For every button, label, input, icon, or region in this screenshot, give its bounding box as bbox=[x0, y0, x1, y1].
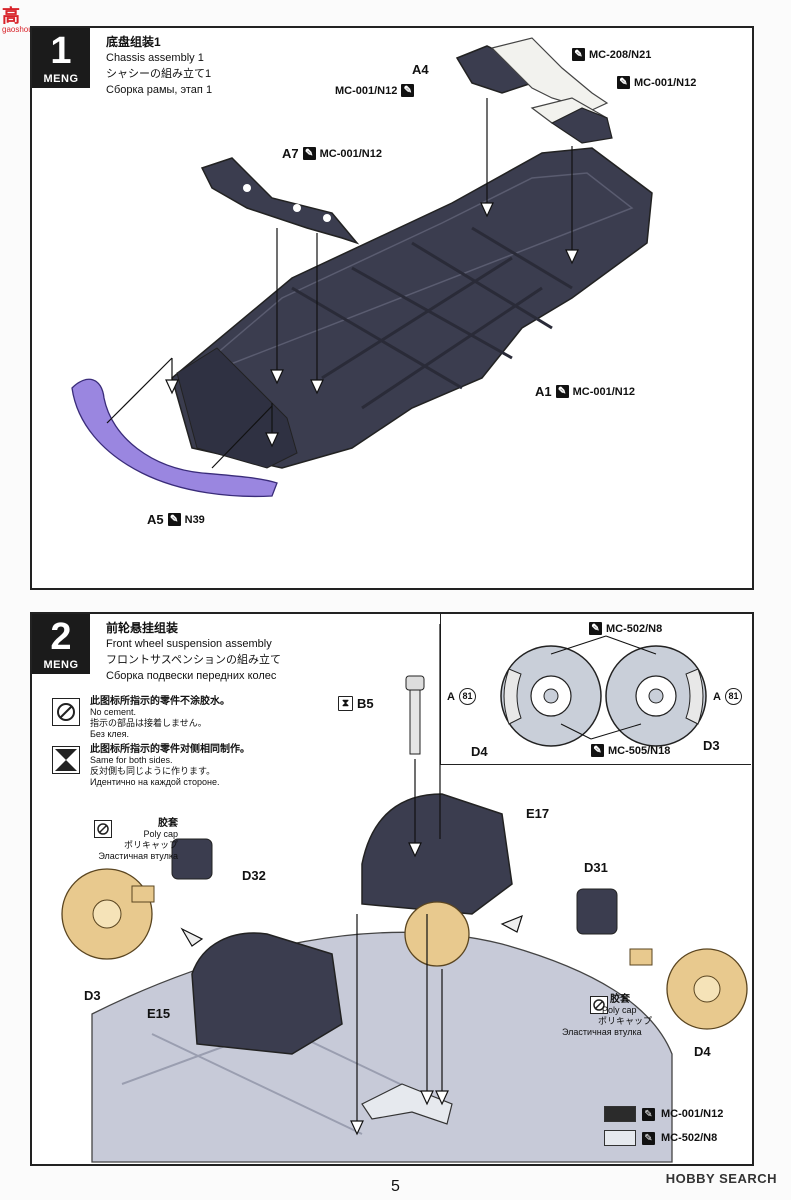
both-sides-icon: ⧗ bbox=[338, 696, 353, 711]
brush-icon: ✎ bbox=[572, 48, 585, 61]
part-b5-shock bbox=[409, 683, 421, 755]
label-d31: D31 bbox=[584, 860, 608, 875]
color-legend: ✎ MC-001/N12 ✎ MC-502/N8 bbox=[604, 1106, 723, 1146]
step2-badge: 2 MENG bbox=[32, 614, 90, 674]
no-cement-icon-left bbox=[94, 820, 112, 838]
label-d32: D32 bbox=[242, 868, 266, 883]
note-both-sides: 此图标所指示的零件对侧相同制作。 Same for both sides. 反対… bbox=[90, 744, 250, 787]
label-mc208: ✎MC-208/N21 bbox=[572, 48, 651, 61]
brush-icon: ✎ bbox=[401, 84, 415, 97]
part-a5-front-lip bbox=[71, 378, 278, 498]
part-e15 bbox=[191, 932, 343, 1055]
step1-badge: 1 MENG bbox=[32, 28, 90, 88]
brush-icon: ✎ bbox=[555, 385, 569, 398]
step1-titles: 底盘组装1 Chassis assembly 1 シャシーの組み立て1 Сбор… bbox=[106, 35, 213, 96]
part-e17 bbox=[361, 793, 513, 915]
inset-label-mc502: ✎MC-502/N8 bbox=[589, 622, 662, 635]
part-center-disc bbox=[404, 901, 470, 967]
label-a7: A7✎MC-001/N12 bbox=[282, 146, 382, 161]
brush-icon: ✎ bbox=[302, 147, 316, 160]
step2-titles: 前轮悬挂组装 Front wheel suspension assembly フ… bbox=[106, 621, 282, 682]
site-logo: 高 gaoshou.com bbox=[2, 6, 51, 34]
inset-label-d4: D4 bbox=[471, 744, 488, 759]
brush-icon: ✎ bbox=[167, 513, 181, 526]
chassis-illustration bbox=[71, 37, 653, 498]
label-a1: A1✎MC-001/N12 bbox=[535, 384, 635, 399]
inset-label-mc505: ✎MC-505/N18 bbox=[591, 744, 670, 757]
both-sides-icon bbox=[52, 746, 80, 774]
label-d4: D4 bbox=[694, 1044, 711, 1059]
step1-panel: 1 MENG 底盘组装1 Chassis assembly 1 シャシーの組み立… bbox=[30, 26, 754, 590]
part-d31-hub bbox=[576, 888, 618, 935]
suspension-illustration bbox=[61, 624, 748, 1163]
polycap-right-label: 胶套 Poly cap ポリキャップ Эластичная втулка bbox=[562, 994, 653, 1037]
step2-panel: 2 MENG 前轮悬挂组装 Front wheel suspension ass… bbox=[30, 612, 754, 1166]
label-a5: A5✎N39 bbox=[147, 512, 205, 527]
label-a4-paint: MC-001/N12✎ bbox=[335, 84, 415, 97]
page-number: 5 bbox=[391, 1178, 400, 1195]
part-a7 bbox=[200, 157, 360, 245]
label-b5: ⧗B5 bbox=[338, 696, 374, 711]
label-d3: D3 bbox=[84, 988, 101, 1003]
inset-label-d3: D3 bbox=[703, 738, 720, 753]
label-a4: A4 bbox=[412, 62, 429, 77]
no-cement-icon-right bbox=[590, 996, 608, 1014]
label-e15: E15 bbox=[147, 1006, 171, 1021]
note-no-cement: 此图标所指示的零件不涂胶水。 No cement. 指示の部品は接着しません。 … bbox=[90, 696, 230, 739]
chassis-floor bbox=[171, 147, 653, 469]
brush-icon: ✎ bbox=[589, 622, 602, 635]
brush-icon: ✎ bbox=[642, 1131, 655, 1145]
brush-icon: ✎ bbox=[591, 744, 604, 757]
watermark: HOBBY SEARCH bbox=[665, 1171, 777, 1186]
brush-icon: ✎ bbox=[617, 76, 630, 89]
part-d32-hub bbox=[171, 838, 213, 880]
no-cement-icon bbox=[52, 698, 80, 726]
brush-icon: ✎ bbox=[642, 1107, 655, 1121]
label-e17: E17 bbox=[526, 806, 550, 821]
legend-swatch-dark bbox=[604, 1106, 636, 1122]
part-mc208-frame bbox=[490, 37, 609, 111]
label-mc001-top: ✎MC-001/N12 bbox=[617, 76, 696, 89]
polycap-left-label: 胶套 Poly cap ポリキャップ Эластичная втулка bbox=[98, 818, 178, 861]
legend-swatch-light bbox=[604, 1130, 636, 1146]
